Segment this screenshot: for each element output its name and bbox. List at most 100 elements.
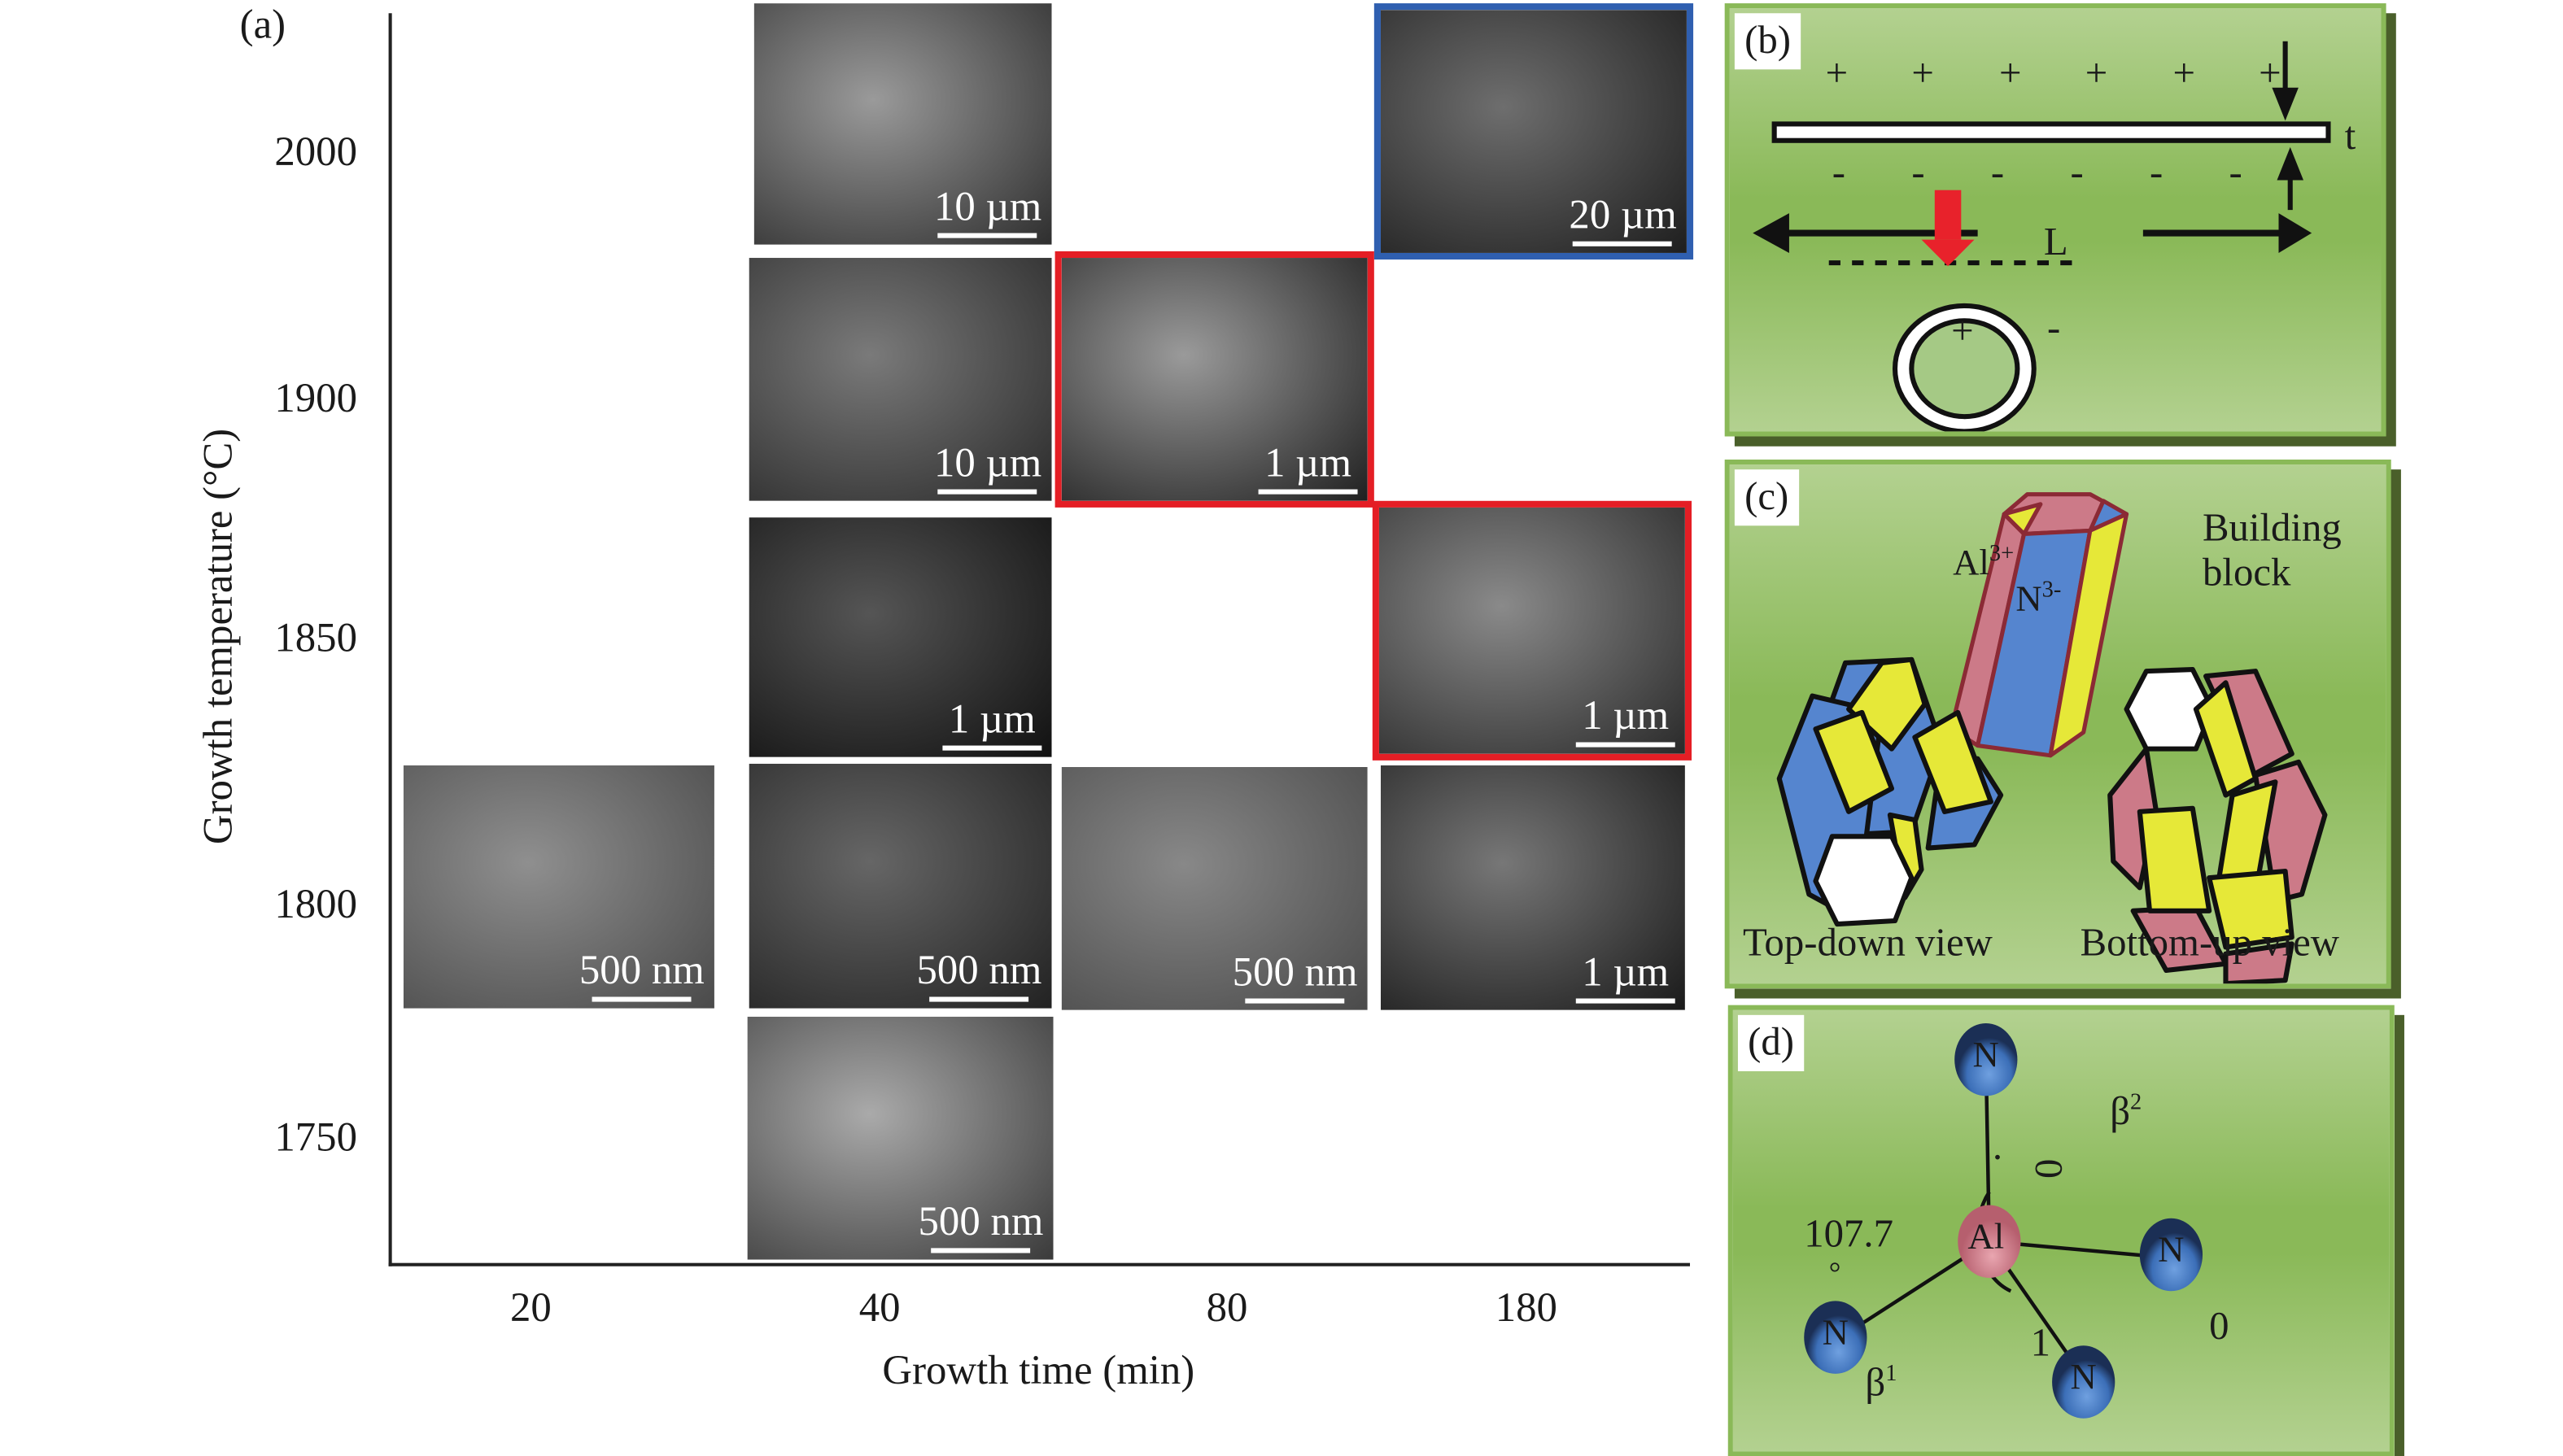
plus-sign: + bbox=[2172, 53, 2195, 96]
scale-bar: 1 µm bbox=[1258, 441, 1358, 495]
sem-micrograph bbox=[1380, 10, 1687, 253]
nanobelt-polarization-diagram bbox=[1753, 41, 2331, 432]
sem-micrograph bbox=[749, 763, 1052, 1009]
minus-sign: - bbox=[2229, 151, 2242, 195]
sem-image-1900c-80min: 1 µm bbox=[1054, 251, 1374, 508]
building-block-label: Building block bbox=[2203, 507, 2342, 595]
scale-bar: 1 µm bbox=[1575, 950, 1675, 1004]
minus-sign: - bbox=[1990, 151, 2005, 195]
beta1-label: β1 bbox=[1865, 1362, 1897, 1406]
y-tick-label: 1900 bbox=[274, 377, 357, 422]
scale-bar-label: 1 µm bbox=[1264, 441, 1351, 486]
scale-bar-line bbox=[931, 1248, 1031, 1253]
sem-image-1800c-20min: 500 nm bbox=[403, 765, 714, 1009]
x-tick-label: 40 bbox=[858, 1286, 901, 1332]
panel-b-nanobelt-diagram: (b) + + + + + + - - - - - - t L + - bbox=[1724, 3, 2386, 437]
scale-bar: 500 nm bbox=[1233, 953, 1358, 1004]
sem-image-1800c-40min: 500 nm bbox=[749, 763, 1052, 1009]
bottom-up-view-label: Bottom-up view bbox=[2080, 922, 2340, 966]
scale-bar: 500 nm bbox=[916, 951, 1041, 1002]
sem-image-2000c-40min: 10 µm bbox=[753, 3, 1052, 245]
dot-label: · bbox=[1990, 1137, 2005, 1181]
x-axis-title: Growth time (min) bbox=[882, 1349, 1195, 1394]
sem-image-1850c-180min: 1 µm bbox=[1372, 500, 1692, 761]
panel-c-building-block: (c) Al3+ N3- Building block Top-down vie… bbox=[1724, 459, 2391, 989]
nitrogen-atom-label: N bbox=[2158, 1227, 2185, 1270]
plus-sign: + bbox=[2259, 53, 2281, 96]
nitrogen-atom-label: N bbox=[1972, 1033, 1999, 1075]
nitrogen-atom-label: N bbox=[1822, 1310, 1849, 1353]
sem-micrograph bbox=[1380, 765, 1685, 1010]
panel-d-label: (d) bbox=[1737, 1014, 1805, 1071]
aln-tetrahedron-diagram bbox=[1804, 1022, 2203, 1419]
sem-micrograph bbox=[747, 1016, 1054, 1260]
top-down-view-label: Top-down view bbox=[1743, 922, 1993, 966]
sem-image-1850c-40min: 1 µm bbox=[749, 517, 1052, 757]
sem-image-1800c-180min: 1 µm bbox=[1380, 765, 1685, 1010]
sem-micrograph bbox=[1378, 507, 1685, 754]
scale-bar-label: 10 µm bbox=[934, 185, 1042, 230]
panel-a-label: (a) bbox=[239, 3, 286, 48]
building-block-diagram bbox=[1776, 492, 2328, 984]
sem-image-2000c-180min: 20 µm bbox=[1373, 3, 1694, 260]
scale-bar-line bbox=[1573, 241, 1673, 246]
scale-bar-line bbox=[929, 996, 1029, 1002]
sem-micrograph bbox=[403, 765, 714, 1009]
scale-bar: 500 nm bbox=[919, 1201, 1043, 1253]
y-tick-label: 1800 bbox=[274, 883, 357, 928]
scale-bar-label: 500 nm bbox=[1232, 950, 1358, 996]
ring-plus: + bbox=[1951, 311, 1974, 354]
plus-sign: + bbox=[1825, 53, 1849, 96]
sem-micrograph bbox=[749, 258, 1052, 501]
scale-bar-label: 1 µm bbox=[948, 697, 1036, 743]
al-ion-label: Al3+ bbox=[1953, 541, 2015, 583]
plus-sign: + bbox=[1999, 53, 2022, 96]
panel-c-label: (c) bbox=[1734, 469, 1799, 526]
scale-bar-label: 500 nm bbox=[916, 948, 1042, 994]
panel-b-label: (b) bbox=[1734, 13, 1801, 70]
x-axis-line bbox=[388, 1262, 1691, 1266]
scale-bar-label: 20 µm bbox=[1569, 193, 1677, 238]
sem-image-1800c-80min: 500 nm bbox=[1061, 766, 1368, 1010]
plus-sign: + bbox=[1911, 53, 1934, 96]
sem-image-1900c-40min: 10 µm bbox=[749, 258, 1052, 501]
scale-bar: 10 µm bbox=[934, 187, 1041, 238]
y-tick-label: 1750 bbox=[274, 1115, 357, 1161]
sem-micrograph bbox=[1061, 766, 1368, 1010]
panel-d-tetrahedron: (d) N N N N Al 107.7 ° · 0 β2 β1 1 0 bbox=[1727, 1005, 2395, 1456]
scale-bar-line bbox=[938, 489, 1038, 495]
scale-bar: 20 µm bbox=[1569, 193, 1677, 246]
rotated-zero-label: 0 bbox=[2025, 1158, 2069, 1179]
scale-bar-label: 10 µm bbox=[934, 441, 1042, 486]
sem-micrograph bbox=[753, 3, 1052, 245]
beta2-label: β2 bbox=[2110, 1091, 2142, 1135]
scale-bar-label: 1 µm bbox=[1582, 694, 1670, 739]
bond-label-one: 1 bbox=[2030, 1322, 2051, 1366]
y-tick-label: 2000 bbox=[274, 130, 357, 176]
y-axis-line bbox=[388, 13, 392, 1266]
plus-sign: + bbox=[2085, 53, 2108, 96]
minus-sign: - bbox=[1832, 151, 1846, 195]
sem-micrograph bbox=[749, 517, 1052, 757]
scale-bar: 1 µm bbox=[1575, 694, 1675, 748]
scale-bar-line bbox=[1575, 742, 1675, 748]
minus-sign: - bbox=[2070, 151, 2084, 195]
scale-bar-label: 1 µm bbox=[1582, 950, 1670, 996]
y-tick-label: 1850 bbox=[274, 617, 357, 661]
scale-bar-label: 500 nm bbox=[579, 948, 705, 994]
minus-sign: - bbox=[2149, 151, 2163, 195]
degree-symbol: ° bbox=[1828, 1256, 1841, 1290]
minus-sign: - bbox=[1911, 151, 1925, 195]
x-tick-label: 20 bbox=[509, 1286, 552, 1332]
scale-bar: 500 nm bbox=[579, 951, 705, 1002]
scale-bar-line bbox=[1575, 998, 1675, 1004]
sem-image-1750c-40min: 500 nm bbox=[747, 1016, 1054, 1260]
bond-label-zero: 0 bbox=[2209, 1306, 2229, 1349]
scale-bar-line bbox=[1245, 998, 1345, 1004]
x-tick-label: 180 bbox=[1495, 1286, 1557, 1332]
n-ion-label: N3- bbox=[2015, 577, 2062, 619]
scale-bar-line bbox=[938, 233, 1038, 238]
sem-micrograph bbox=[1061, 258, 1368, 501]
y-axis-title: Growth temperature (°C) bbox=[196, 428, 242, 845]
